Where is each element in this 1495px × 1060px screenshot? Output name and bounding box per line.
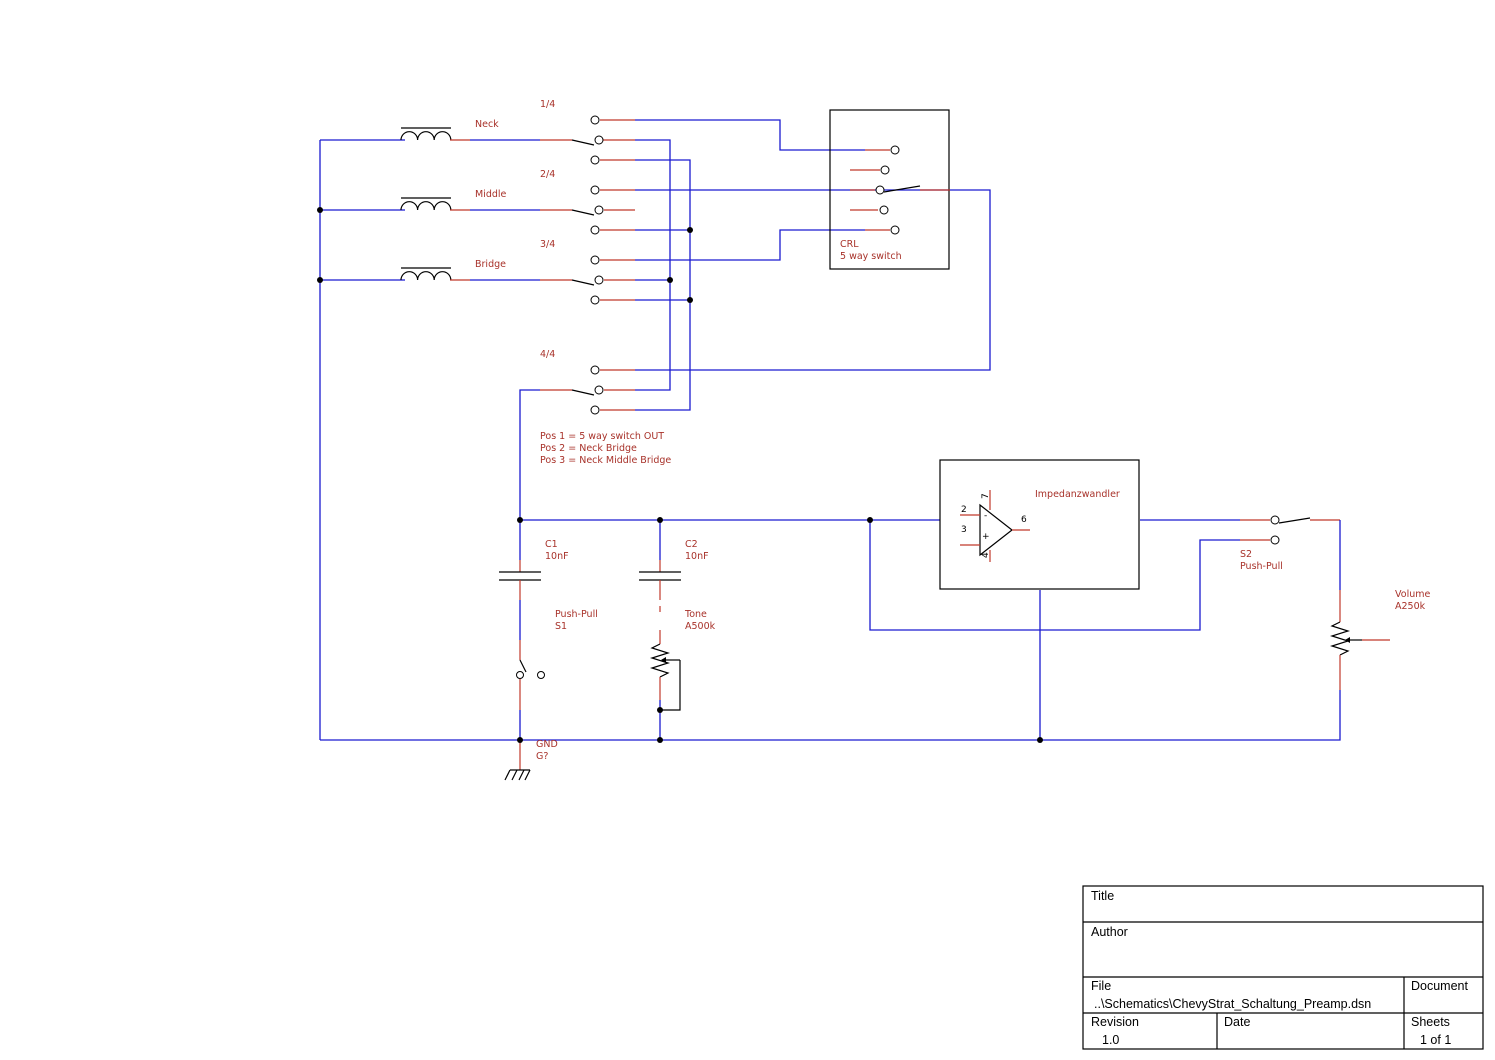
- author-label: Author: [1091, 925, 1128, 939]
- file-value: ..\Schematics\ChevyStrat_Schaltung_Pream…: [1094, 997, 1371, 1011]
- pickup-bridge: Bridge: [320, 259, 540, 281]
- pickup-neck-label: Neck: [475, 119, 499, 130]
- volume-value: A250k: [1395, 601, 1426, 612]
- gnd-name: GND: [536, 739, 558, 750]
- bypass-wire: [869, 520, 1240, 631]
- switch-s2: S2 Push-Pull: [1240, 515, 1340, 572]
- switch-pole-3: 3/4: [540, 239, 635, 305]
- opamp-pin-4: 4: [981, 552, 991, 558]
- sheets-label: Sheets: [1411, 1015, 1450, 1029]
- position-note-2: Pos 2 = Neck Bridge: [540, 443, 637, 454]
- opamp-pin-2: 2: [961, 505, 967, 515]
- pickup-neck: Neck: [320, 119, 540, 141]
- pole-1-label: 1/4: [540, 99, 555, 110]
- crl-name: 5 way switch: [840, 251, 902, 262]
- opamp-minus: -: [984, 511, 987, 521]
- junction-dots: [317, 207, 1043, 743]
- s1-name: Push-Pull: [555, 609, 598, 620]
- capacitor-c2: C2 10nF: [639, 520, 709, 612]
- switch-pole-2: 2/4: [540, 169, 635, 235]
- opamp-pin-3: 3: [961, 525, 967, 535]
- opamp-name: Impedanzwandler: [1035, 489, 1120, 500]
- pickup-middle-label: Middle: [475, 189, 507, 200]
- position-note-3: Pos 3 = Neck Middle Bridge: [540, 455, 671, 466]
- pickup-bridge-label: Bridge: [475, 259, 506, 270]
- s1-ref: S1: [555, 621, 567, 632]
- switch-wiring: [519, 119, 991, 520]
- tone-pot: Tone A500k: [649, 609, 716, 740]
- c1-ref: C1: [545, 539, 558, 550]
- pole-4-label: 4/4: [540, 349, 555, 360]
- opamp-plus: +: [982, 532, 990, 542]
- pole-3-label: 3/4: [540, 239, 555, 250]
- capacitor-c1: C1 10nF: [499, 520, 569, 640]
- volume-name: Volume: [1395, 589, 1430, 600]
- sheets-value: 1 of 1: [1420, 1033, 1451, 1047]
- impedance-converter: - + 2 3 6 7 4 Impedanzwandler: [939, 459, 1140, 590]
- opamp-pin-6: 6: [1021, 515, 1027, 525]
- switch-pole-4: 4/4: [540, 349, 635, 415]
- title-label: Title: [1091, 889, 1114, 903]
- date-label: Date: [1224, 1015, 1250, 1029]
- c1-value: 10nF: [545, 551, 569, 562]
- s2-ref: S2: [1240, 549, 1252, 560]
- tone-value: A500k: [685, 621, 716, 632]
- volume-pot: Volume A250k: [1329, 520, 1430, 690]
- c2-value: 10nF: [685, 551, 709, 562]
- c2-ref: C2: [685, 539, 698, 550]
- s2-name: Push-Pull: [1240, 561, 1283, 572]
- ground-bus: [320, 690, 1341, 741]
- switch-s1: Push-Pull S1: [516, 609, 598, 740]
- switch-pole-1: 1/4: [540, 99, 635, 165]
- opamp-pin-7: 7: [981, 493, 991, 499]
- file-label: File: [1091, 979, 1111, 993]
- crl-ref: CRL: [840, 239, 859, 250]
- gnd-ref: G?: [536, 751, 548, 762]
- title-block: Title Author File ..\Schematics\ChevyStr…: [1082, 885, 1484, 1050]
- revision-value: 1.0: [1102, 1033, 1119, 1047]
- pickup-middle: Middle: [320, 189, 540, 211]
- ground-symbol: GND G?: [504, 739, 558, 781]
- document-label: Document: [1411, 979, 1468, 993]
- revision-label: Revision: [1091, 1015, 1139, 1029]
- position-note-1: Pos 1 = 5 way switch OUT: [540, 431, 664, 442]
- tone-name: Tone: [684, 609, 707, 620]
- pole-2-label: 2/4: [540, 169, 555, 180]
- crl-5-way-switch: CRL 5 way switch: [829, 109, 950, 270]
